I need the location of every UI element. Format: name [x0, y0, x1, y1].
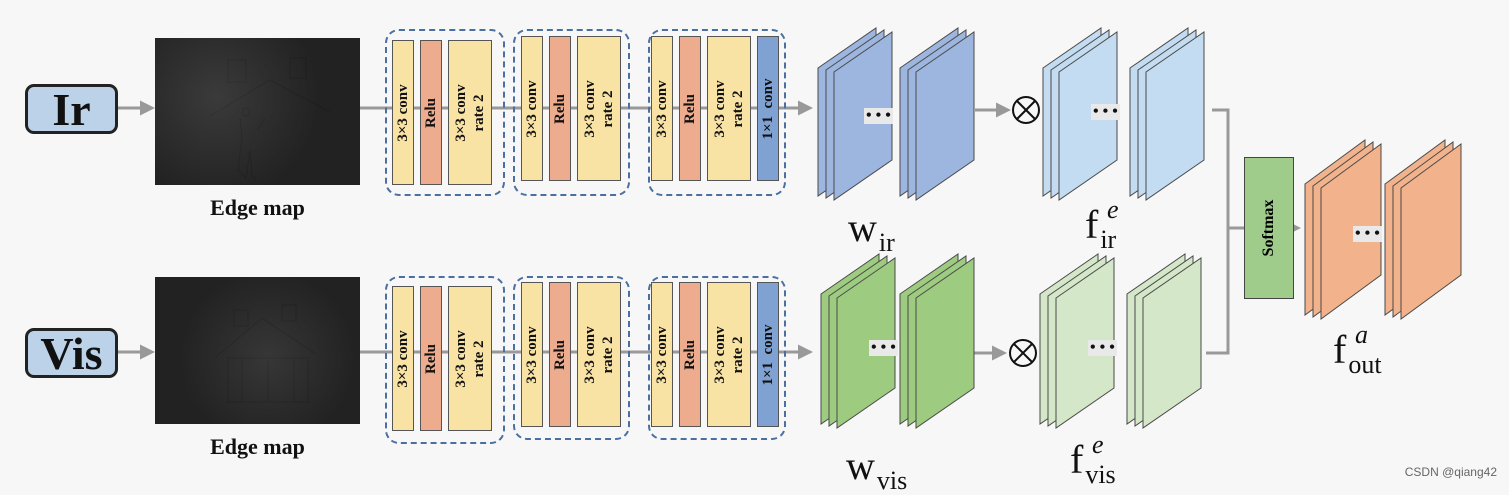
multiply-icon-ir: [1012, 96, 1040, 124]
ellipsis-w-ir: • • •: [864, 107, 893, 124]
ir-g3-conv3x3: 3×3 conv: [651, 36, 673, 181]
vis-g2-dilated-conv: 3×3 conv rate 2: [577, 282, 621, 427]
ellipsis-f-ir: • • •: [1091, 103, 1120, 120]
vis-g1-conv3x3: 3×3 conv: [392, 286, 414, 431]
w-ir-stack-2-sheet-3: [915, 31, 975, 201]
label-w-ir: wir: [848, 205, 895, 257]
ir-g2-dilated-conv: 3×3 conv rate 2: [577, 36, 621, 181]
vis-g3-conv1x1: 1×1 conv: [757, 282, 779, 427]
vis-edge-map-caption: Edge map: [210, 434, 305, 459]
ir-conv-group-2: [513, 29, 630, 196]
ir-g3-conv1x1: 1×1 conv: [757, 36, 779, 181]
ellipsis-w-vis: • • •: [869, 339, 898, 356]
w-ir-stack-1-sheet-3: [833, 31, 893, 201]
vis-input-box: Vis: [25, 328, 118, 379]
label-f-out: fout a: [1333, 320, 1382, 379]
vis-g2-conv3x3: 3×3 conv: [521, 282, 543, 427]
f-vis-stack-2-sheet-3: [1142, 257, 1202, 429]
vis-g3-dilated-conv: 3×3 conv rate 2: [707, 282, 751, 427]
f-ir-stack-1-sheet-3: [1058, 31, 1118, 201]
ir-conv-group-1: [385, 29, 505, 196]
f-out-stack-1-sheet-3: [1320, 143, 1382, 320]
multiply-icon-vis: [1009, 339, 1037, 367]
vis-conv-group-2: [513, 276, 630, 440]
line-fir-to-softmax: [1212, 108, 1244, 230]
ir-g3-relu: Relu: [679, 36, 701, 181]
feature-map-stacks: [817, 27, 1462, 429]
vis-g1-dilated-conv: 3×3 conv rate 2: [448, 286, 492, 431]
ir-input-box: Ir: [25, 84, 118, 135]
f-ir-stack-2-sheet-3: [1145, 31, 1205, 201]
w-vis-stack-1-sheet-3: [836, 257, 896, 429]
ellipsis-f-out: • • •: [1353, 225, 1382, 242]
ir-conv-group-3: [648, 29, 786, 196]
label-w-vis: wvis: [846, 443, 908, 495]
vis-conv-group-3: [648, 276, 786, 440]
ir-g1-relu: Relu: [420, 40, 442, 185]
label-f-vis: fvis e: [1070, 430, 1116, 489]
softmax-block: Softmax: [1244, 157, 1294, 299]
watermark: CSDN @qiang42: [1404, 465, 1497, 479]
ir-g3-dilated-conv: 3×3 conv rate 2: [707, 36, 751, 181]
label-f-ir: fir e: [1085, 195, 1119, 254]
line-fvis-to-softmax: [1206, 228, 1230, 355]
ir-edge-map-caption: Edge map: [210, 195, 305, 220]
ir-edge-map-image: [155, 38, 360, 185]
f-vis-stack-1-sheet-3: [1055, 257, 1115, 429]
ir-g1-conv3x3: 3×3 conv: [392, 40, 414, 185]
vis-conv-group-1: [385, 276, 505, 444]
ellipsis-f-vis: • • •: [1088, 339, 1117, 356]
vis-g2-relu: Relu: [549, 282, 571, 427]
vis-edge-map-image: [155, 277, 360, 424]
vis-g1-relu: Relu: [420, 286, 442, 431]
ir-g1-dilated-conv: 3×3 conv rate 2: [448, 40, 492, 185]
vis-g3-conv3x3: 3×3 conv: [651, 282, 673, 427]
w-vis-stack-2-sheet-3: [915, 257, 975, 429]
ir-g2-relu: Relu: [549, 36, 571, 181]
f-out-stack-2-sheet-3: [1400, 143, 1462, 320]
vis-g3-relu: Relu: [679, 282, 701, 427]
ir-g2-conv3x3: 3×3 conv: [521, 36, 543, 181]
